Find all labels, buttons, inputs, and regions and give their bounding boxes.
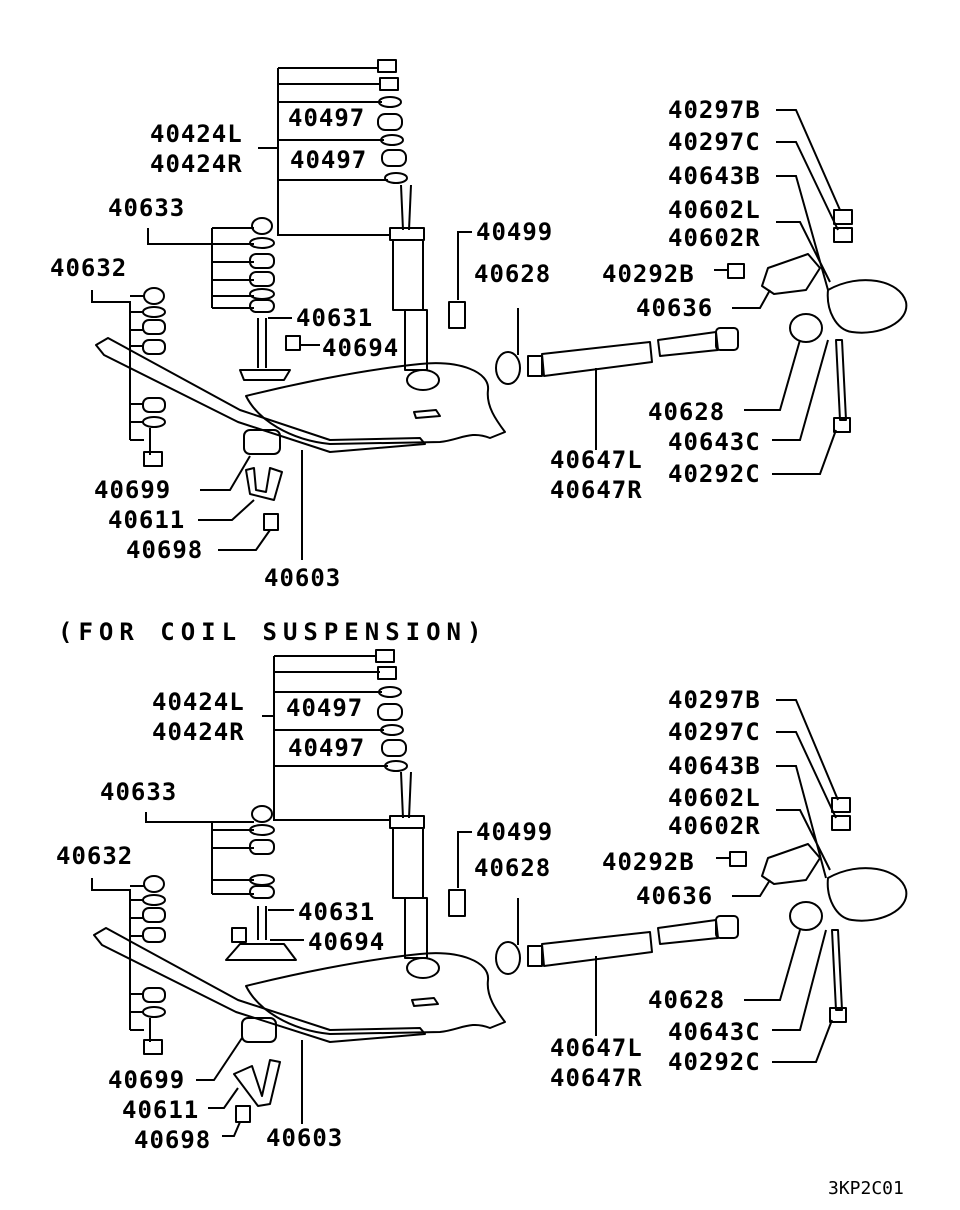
label-40602L: 40602L <box>668 196 761 224</box>
label-40292B: 40292B <box>602 260 695 288</box>
diagram-code: 3KP2C01 <box>828 1178 904 1199</box>
label-40643C: 40643C <box>668 428 761 456</box>
shock-stack-leaders-lower <box>262 655 390 821</box>
bracket-hardware-lower <box>196 1017 303 1137</box>
label-40628-right: 40628 <box>648 398 725 426</box>
shock-top-hardware-lower <box>375 649 408 772</box>
label-40699-lower: 40699 <box>108 1066 185 1094</box>
label-40499: 40499 <box>476 218 553 246</box>
shock-absorber-lower <box>389 771 440 979</box>
label-40292C: 40292C <box>668 460 761 488</box>
label-40292B-lower: 40292B <box>602 848 695 876</box>
label-40297B: 40297B <box>668 96 761 124</box>
label-40647L-lower: 40647L <box>550 1034 643 1062</box>
label-40424R: 40424R <box>150 150 243 178</box>
label-40643B-lower: 40643B <box>668 752 761 780</box>
label-40628-left: 40628 <box>474 260 551 288</box>
label-40602L-lower: 40602L <box>668 784 761 812</box>
torsion-tube-lower <box>495 898 739 1036</box>
label-40631-lower: 40631 <box>298 898 375 926</box>
bolt-40499-lower <box>448 831 472 917</box>
label-40647R-lower: 40647R <box>550 1064 643 1092</box>
label-40632-lower: 40632 <box>56 842 133 870</box>
link-stack-40632-lower <box>91 875 166 1055</box>
label-40633-lower: 40633 <box>100 778 177 806</box>
label-40497-top: 40497 <box>288 104 365 132</box>
lower-assembly: 40424L 40424R 40497 40497 40633 40632 40… <box>56 649 908 1154</box>
torsion-tube <box>495 308 739 450</box>
label-40424R-lower: 40424R <box>152 718 245 746</box>
right-knuckle-assembly <box>714 109 908 475</box>
label-40499-lower: 40499 <box>476 818 553 846</box>
label-40636: 40636 <box>636 294 713 322</box>
label-40628-left-lower: 40628 <box>474 854 551 882</box>
bushing-stack-40633 <box>147 217 275 313</box>
label-40603-lower: 40603 <box>266 1124 343 1152</box>
shock-absorber <box>389 184 440 391</box>
frame-bracket-lower <box>245 952 506 1035</box>
label-40497-top-lower: 40497 <box>286 694 363 722</box>
label-40632: 40632 <box>50 254 127 282</box>
label-40636-lower: 40636 <box>636 882 713 910</box>
label-40698-lower: 40698 <box>134 1126 211 1154</box>
label-40631: 40631 <box>296 304 373 332</box>
label-40628-right-lower: 40628 <box>648 986 725 1014</box>
bracket-hardware <box>198 429 303 560</box>
stud-plate <box>239 317 320 381</box>
link-stack-40632 <box>91 287 166 467</box>
label-40602R-lower: 40602R <box>668 812 761 840</box>
label-40643B: 40643B <box>668 162 761 190</box>
shock-stack-leaders <box>258 67 390 236</box>
label-40497-bottom: 40497 <box>290 146 367 174</box>
lower-labels: 40424L 40424R 40497 40497 40633 40632 40… <box>56 686 761 1154</box>
label-40633: 40633 <box>108 194 185 222</box>
label-40424L-lower: 40424L <box>152 688 245 716</box>
label-40292C-lower: 40292C <box>668 1048 761 1076</box>
label-40497-bottom-lower: 40497 <box>288 734 365 762</box>
label-40424L: 40424L <box>150 120 243 148</box>
stabilizer-bar-lower <box>93 927 426 1043</box>
label-40647L: 40647L <box>550 446 643 474</box>
upper-assembly: 40424L 40424R 40497 40497 40633 40632 40… <box>50 59 908 592</box>
label-40297B-lower: 40297B <box>668 686 761 714</box>
stabilizer-bar <box>95 337 426 453</box>
frame-bracket <box>245 362 506 445</box>
label-40699: 40699 <box>94 476 171 504</box>
bolt-40499 <box>448 231 472 329</box>
label-40643C-lower: 40643C <box>668 1018 761 1046</box>
label-40611: 40611 <box>108 506 185 534</box>
bushing-stack-40633-lower <box>145 805 275 899</box>
right-knuckle-assembly-lower <box>716 699 908 1063</box>
label-40297C: 40297C <box>668 128 761 156</box>
label-40647R: 40647R <box>550 476 643 504</box>
label-40603: 40603 <box>264 564 341 592</box>
label-40602R: 40602R <box>668 224 761 252</box>
upper-labels: 40424L 40424R 40497 40497 40633 40632 40… <box>50 96 761 592</box>
label-40698: 40698 <box>126 536 203 564</box>
label-40694-lower: 40694 <box>308 928 385 956</box>
shock-top-hardware <box>377 59 408 184</box>
label-40611-lower: 40611 <box>122 1096 199 1124</box>
label-40694: 40694 <box>322 334 399 362</box>
coil-suspension-caption: (FOR COIL SUSPENSION) <box>58 618 487 646</box>
stud-plate-lower <box>225 906 304 961</box>
label-40297C-lower: 40297C <box>668 718 761 746</box>
